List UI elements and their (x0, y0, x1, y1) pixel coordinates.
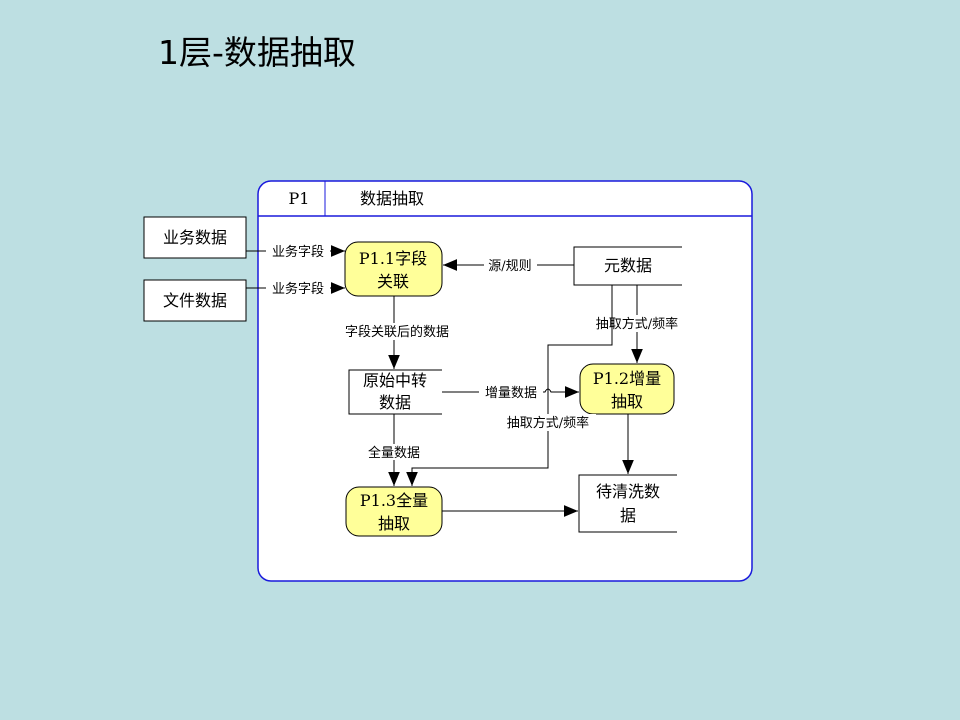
store-label-line1: 原始中转 (363, 371, 427, 390)
data-store-to-clean: 待清洗数 据 (578, 474, 677, 533)
flow-label: 业务字段 (272, 244, 324, 260)
store-label-line1: 待清洗数 (596, 482, 660, 501)
flow-file-to-p11: 业务字段 (246, 280, 345, 297)
flow-label: 增量数据 (485, 386, 537, 401)
frame-name: 数据抽取 (360, 189, 424, 208)
frame-border (257, 180, 753, 582)
flow-meta-to-p13: 抽取方式/频率 (406, 285, 613, 486)
flow-meta-to-p11: 源/规则 (443, 257, 574, 274)
external-label: 文件数据 (163, 291, 227, 310)
process-label-line2: 抽取 (378, 514, 410, 533)
process-label-line1: P1.3全量 (360, 491, 428, 510)
process-label-line1: P1.2增量 (593, 369, 661, 388)
process-p1-1: P1.1字段 关联 (344, 241, 443, 297)
flow-label: 抽取方式/频率 (507, 415, 589, 431)
flow-business-to-p11: 业务字段 (246, 243, 345, 260)
page-title: 1层-数据抽取 (158, 33, 356, 72)
external-entity-business: 业务数据 (143, 216, 247, 259)
store-label: 元数据 (604, 256, 652, 275)
data-store-meta: 元数据 (573, 246, 682, 286)
flow-staging-to-p13: 全量数据 (362, 414, 426, 486)
flow-label: 抽取方式/频率 (596, 316, 678, 332)
process-p1-2: P1.2增量 抽取 (579, 363, 675, 415)
process-label-line2: 关联 (377, 272, 409, 291)
flow-meta-to-p12: 抽取方式/频率 (590, 285, 685, 363)
process-frame-p1: P1 数据抽取 (257, 180, 753, 582)
process-label-line1: P1.1字段 (359, 249, 427, 268)
flow-p11-to-staging: 字段关联后的数据 (336, 296, 458, 369)
flow-label: 字段关联后的数据 (345, 324, 449, 340)
external-entity-file: 文件数据 (143, 279, 247, 322)
external-label: 业务数据 (163, 228, 227, 247)
frame-id: P1 (289, 189, 310, 208)
store-label-line2: 数据 (379, 393, 411, 412)
process-p1-3: P1.3全量 抽取 (345, 486, 443, 537)
store-label-line2: 据 (620, 506, 636, 525)
flow-label: 全量数据 (368, 445, 420, 461)
process-label-line2: 抽取 (611, 392, 643, 411)
flow-label: 业务字段 (272, 281, 324, 297)
flow-label: 源/规则 (488, 259, 531, 274)
data-store-staging: 原始中转 数据 (348, 369, 442, 415)
